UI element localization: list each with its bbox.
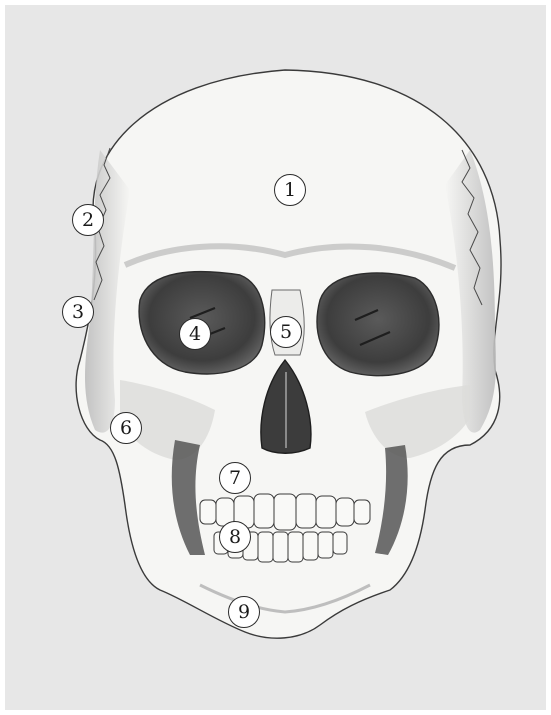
callout-4-label: 4: [189, 325, 201, 344]
callout-5-label: 5: [280, 323, 292, 342]
callout-2-label: 2: [82, 211, 94, 230]
callout-5: 5: [270, 316, 302, 348]
callout-3: 3: [62, 296, 94, 328]
callout-6-label: 6: [120, 419, 132, 438]
callout-4: 4: [179, 318, 211, 350]
callout-8-label: 8: [229, 528, 241, 547]
callout-1-label: 1: [284, 181, 296, 200]
callout-9-label: 9: [238, 603, 250, 622]
callout-7: 7: [219, 462, 251, 494]
callout-1: 1: [274, 174, 306, 206]
callout-9: 9: [228, 596, 260, 628]
callout-3-label: 3: [72, 303, 84, 322]
callout-7-label: 7: [229, 469, 241, 488]
callout-2: 2: [72, 204, 104, 236]
callout-6: 6: [110, 412, 142, 444]
right-orbit: [317, 273, 439, 376]
callout-8: 8: [219, 521, 251, 553]
